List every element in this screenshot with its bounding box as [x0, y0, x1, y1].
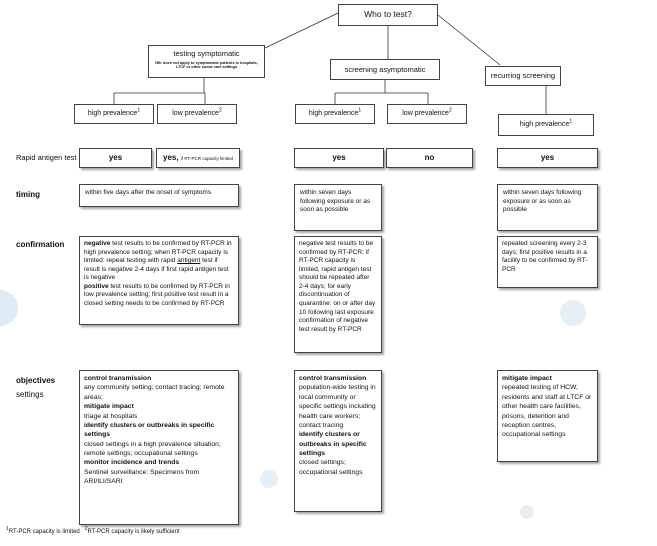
confirmation-asym-box: negative test results to be confirmed by…	[294, 236, 382, 353]
asym-low-prevalence-box: low prevalence2	[387, 104, 467, 124]
timing-sym-box: within five days after the onset of symp…	[79, 184, 239, 207]
background-decoration	[520, 505, 534, 519]
confirmation-label: confirmation	[16, 240, 65, 249]
sym-low-prevalence-label: low prevalence	[172, 110, 219, 118]
objective-heading: mitigate impact	[502, 375, 552, 382]
objectives-sym-box: control transmission any community setti…	[79, 370, 239, 525]
timing-label: timing	[16, 190, 40, 199]
rapid-asym-low-box: no	[386, 148, 473, 168]
testing-symptomatic-note: NB: does not apply to symptomatic patien…	[155, 60, 258, 70]
objective-heading: identify clusters or outbreaks in specif…	[84, 421, 215, 439]
footnote-2: RT-PCR capacity is likely sufficient	[87, 529, 180, 535]
objective-heading: monitor incidence and trends	[84, 459, 180, 467]
asym-high-prevalence-label: high prevalence	[308, 110, 359, 118]
objective-heading: control transmission	[299, 375, 367, 382]
screening-asymptomatic-label: screening asymptomatic	[344, 64, 426, 74]
who-to-test-label: Who to test?	[364, 9, 412, 20]
objectives-rec-box: mitigate impact repeated testing of HCW,…	[497, 370, 598, 462]
objectives-asym-box: control transmission population-wide tes…	[294, 370, 382, 512]
rec-high-prevalence-label: high prevalence	[519, 121, 570, 129]
objective-heading: control transmission	[84, 375, 152, 382]
testing-symptomatic-label: testing symptomatic	[173, 49, 240, 58]
footnotes: 1RT-PCR capacity is limited 2RT-PCR capa…	[6, 526, 180, 536]
objective-heading: mitigate impact	[84, 403, 134, 411]
rec-high-prevalence-box: high prevalence1	[498, 114, 594, 136]
settings-label: settings	[16, 390, 44, 399]
background-decoration	[560, 300, 586, 326]
background-decoration	[0, 290, 18, 326]
objective-heading: identify clusters or outbreaks in specif…	[299, 431, 367, 457]
rapid-rec-high-box: yes	[497, 148, 598, 168]
who-to-test-box: Who to test?	[338, 4, 438, 26]
rapid-sym-high-box: yes	[79, 148, 152, 168]
sym-high-prevalence-label: high prevalence	[87, 110, 138, 118]
timing-asym-box: within seven days following exposure or …	[294, 184, 382, 231]
testing-symptomatic-box: testing symptomatic NB: does not apply t…	[148, 45, 265, 78]
sym-low-prevalence-box: low prevalence2	[157, 104, 237, 124]
recurring-screening-box: recurring screening	[485, 66, 561, 86]
sym-high-prevalence-box: high prevalence1	[74, 104, 154, 124]
rapid-asym-high-box: yes	[294, 148, 384, 168]
timing-rec-box: within seven days following exposure or …	[497, 184, 598, 231]
asym-low-prevalence-label: low prevalence	[402, 110, 449, 118]
confirmation-rec-box: repeated screening every 2-3 days; first…	[497, 236, 598, 288]
footnote-1: RT-PCR capacity is limited	[8, 529, 80, 535]
rapid-sym-low-box: yes, if RT-PCR capacity limited	[156, 148, 240, 168]
screening-asymptomatic-box: screening asymptomatic	[330, 59, 440, 80]
objectives-label: objectives	[16, 376, 56, 385]
confirmation-sym-box: negative test results to be confirmed by…	[79, 236, 239, 325]
asym-high-prevalence-box: high prevalence1	[295, 104, 375, 124]
background-decoration	[260, 470, 278, 488]
recurring-screening-label: recurring screening	[490, 71, 556, 81]
rapid-antigen-test-label: Rapid antigen test	[16, 153, 77, 162]
